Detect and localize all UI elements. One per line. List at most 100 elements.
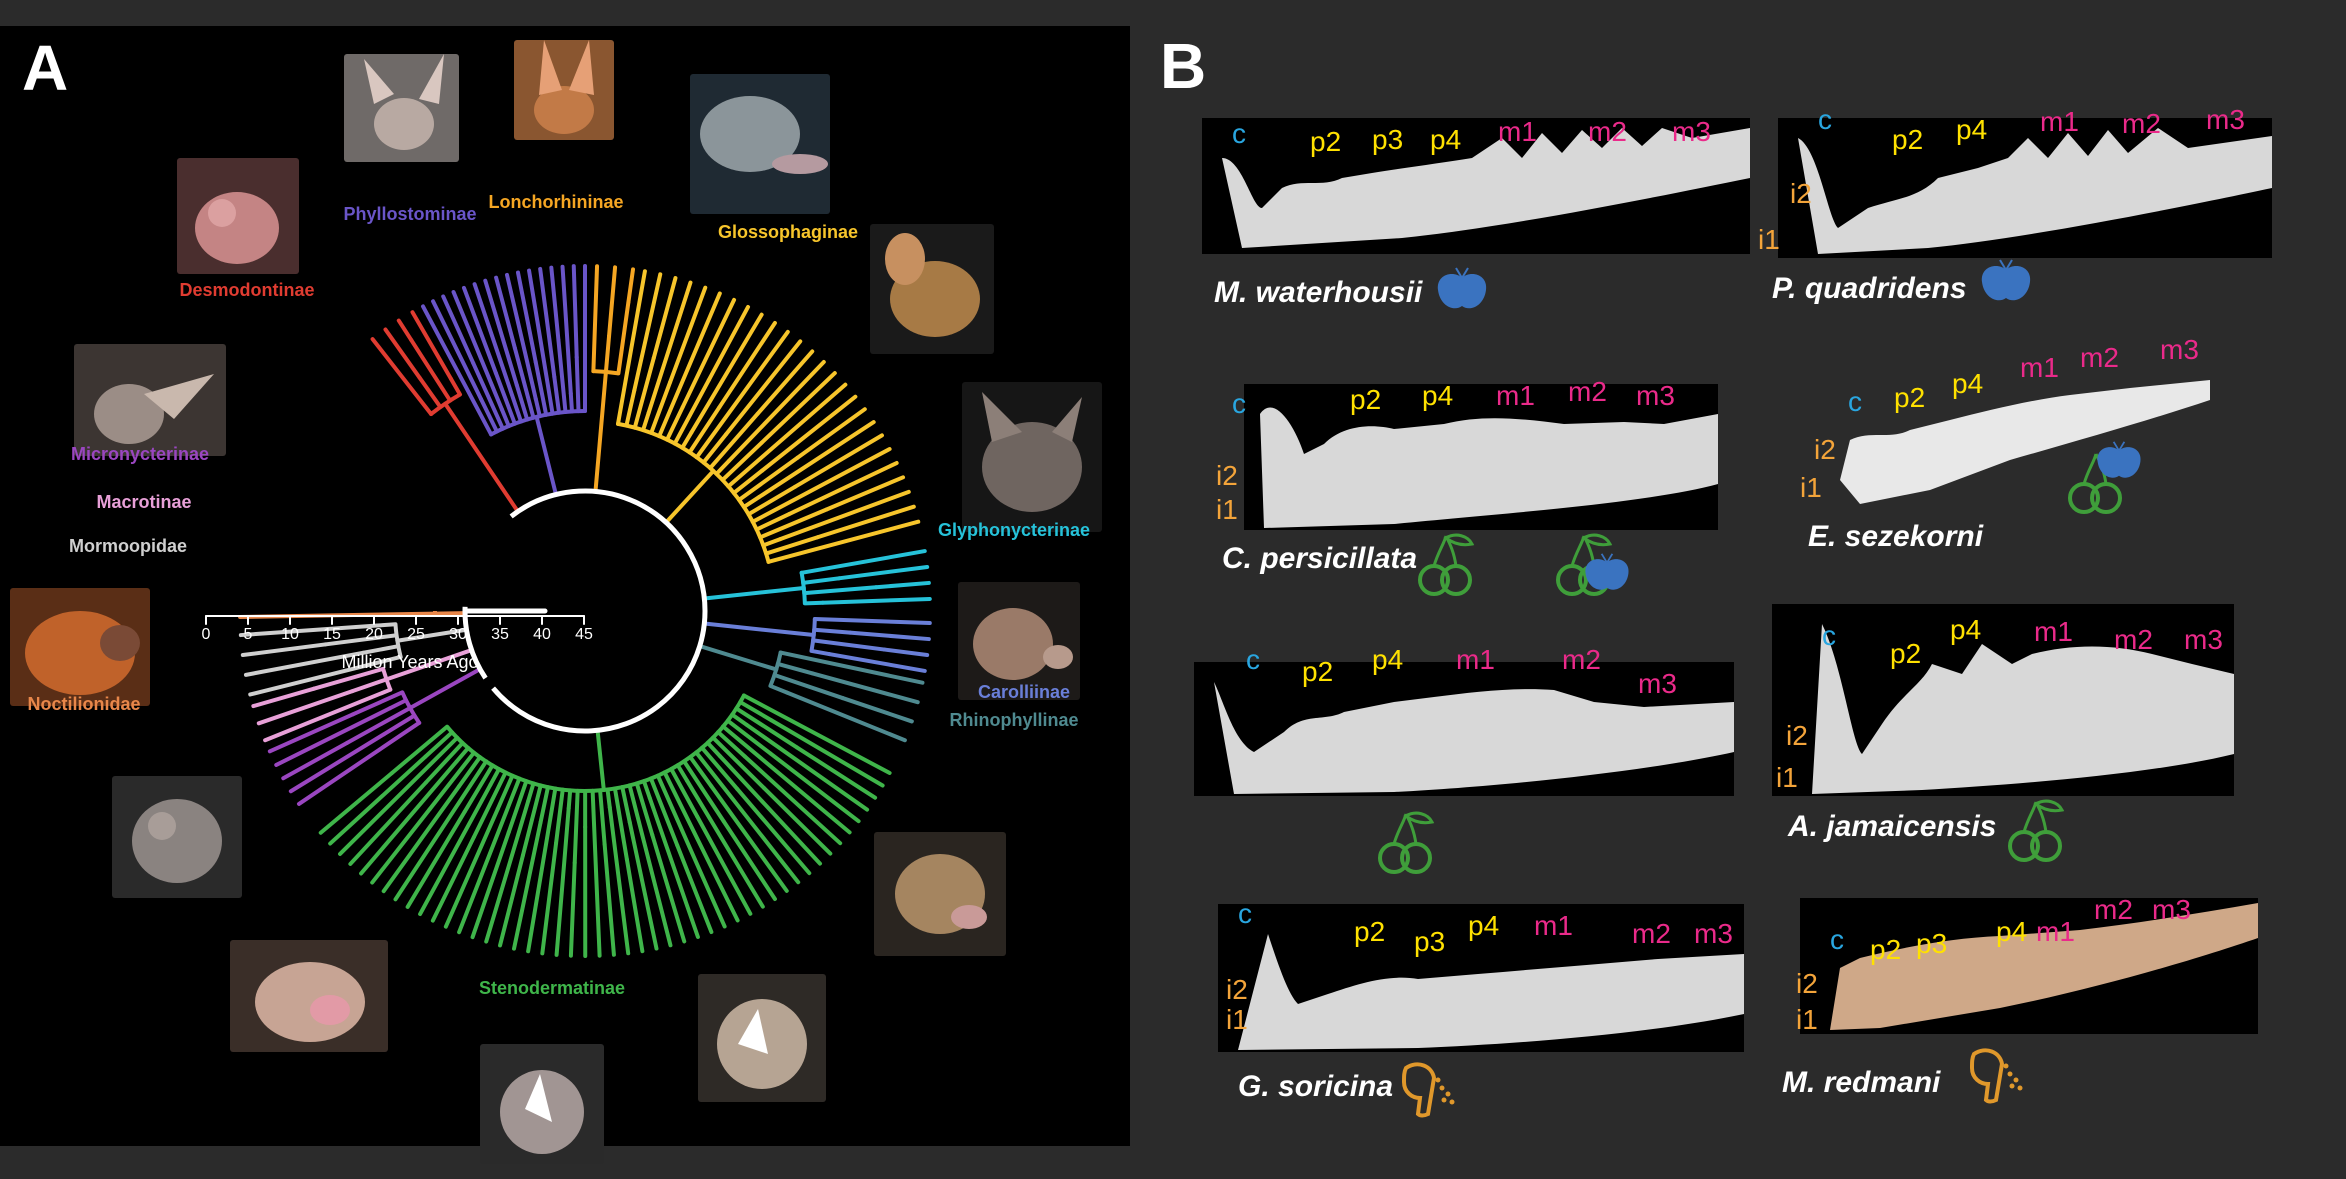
tooth-label-p2: p2 — [1354, 916, 1386, 947]
tooth-label-p3: p3 — [1372, 124, 1404, 155]
tree-tip-branch — [799, 549, 927, 575]
species-name: M. redmani — [1782, 1066, 1941, 1099]
tree-internal-branch — [737, 455, 800, 502]
tree-internal-branch — [731, 468, 765, 495]
tree-tip-branch — [695, 814, 753, 916]
tree-tip-branch — [882, 647, 930, 658]
tree-internal-branch — [669, 766, 700, 819]
tree-tip-branch — [742, 754, 843, 846]
backbone-arc — [509, 488, 708, 612]
tree-tip-branch — [820, 596, 932, 605]
tree-tip-branch — [540, 841, 559, 956]
tree-tip-branch — [348, 780, 428, 866]
tree-tip-branch — [848, 630, 931, 642]
tree-tip-branch — [795, 407, 867, 460]
tree-tip-branch — [824, 475, 906, 512]
tooth-label-canine: c — [1232, 118, 1246, 149]
tooth-label-m3: m3 — [1672, 116, 1711, 147]
tree-tip-branch — [591, 264, 600, 374]
tree-internal-branch — [552, 375, 562, 415]
bat-photo-glossophaginae-2 — [870, 224, 994, 354]
tree-tip-branch — [793, 433, 884, 489]
bat-photo-stenodermatinae-3 — [230, 940, 388, 1052]
clade-label-micronycterinae: Micronycterinae — [70, 444, 210, 464]
tree-internal-branch — [754, 512, 792, 532]
tree-tip-branch — [668, 285, 708, 385]
tree-internal-branch — [423, 740, 465, 785]
tree-tip-branch — [431, 299, 484, 402]
tree-tip-branch — [554, 806, 571, 957]
tree-tip-branch — [662, 770, 740, 923]
tooth-label-i2: i2 — [1814, 434, 1836, 465]
tree-tip-branch — [393, 759, 489, 902]
tooth-label-canine: c — [1232, 388, 1246, 419]
tree-tip-branch — [723, 339, 803, 437]
tree-internal-branch — [710, 735, 767, 791]
clade-stem-noctilionidae — [433, 611, 468, 616]
tree-tip-branch — [560, 264, 573, 396]
axis-tick-label: 0 — [201, 626, 211, 643]
tree-tip-branch — [359, 759, 459, 876]
tooth-label-canine: c — [1246, 644, 1260, 675]
tree-internal-branch — [665, 405, 685, 442]
axis-tick-label: 5 — [243, 626, 253, 643]
tree-internal-branch — [603, 334, 612, 374]
moth-icon — [1585, 553, 1629, 590]
tree-internal-branch — [812, 627, 853, 635]
tree-tip-branch — [418, 782, 493, 917]
tree-internal-branch — [387, 698, 409, 711]
tree-tip-branch — [717, 320, 777, 410]
tree-internal-branch — [350, 677, 389, 694]
tree-tip-branch — [675, 843, 714, 935]
tree-tip-branch — [794, 745, 878, 800]
clade-stem-glossophaginae — [664, 468, 716, 525]
tree-internal-branch — [802, 585, 879, 596]
tooth-label-m1: m1 — [2020, 352, 2059, 383]
tree-tip-branch — [549, 265, 561, 343]
flower-icon — [1969, 1048, 2023, 1104]
tree-tip-branch — [760, 394, 858, 473]
tree-internal-branch — [350, 690, 405, 717]
tree-tip-branch — [755, 349, 815, 416]
fruit-icon — [1418, 533, 1475, 596]
tree-internal-branch — [801, 576, 841, 585]
tree-tip-branch — [694, 750, 801, 885]
moth-icon — [2097, 441, 2141, 478]
tree-internal-branch — [493, 371, 517, 426]
clade-stem-lonchorhininae — [593, 369, 608, 494]
tree-internal-branch — [672, 378, 711, 446]
tree-tip-branch — [381, 784, 461, 894]
tree-tip-branch — [451, 290, 504, 412]
tree-tip-branch — [759, 371, 837, 445]
tree-internal-branch — [568, 391, 574, 414]
tree-internal-branch — [641, 779, 652, 801]
tree-tip-branch — [410, 310, 453, 381]
tree-internal-branch — [612, 786, 629, 862]
tree-tip-branch — [632, 272, 663, 393]
tree-tip-branch — [810, 671, 920, 705]
tree-tip-branch — [494, 275, 517, 351]
species-name: C. persicillata — [1222, 542, 1418, 575]
tree-internal-branch — [616, 300, 631, 376]
axis-tick-label: 20 — [365, 626, 383, 643]
tooth-label-m3: m3 — [2206, 104, 2245, 135]
tree-tip-branch — [538, 266, 557, 380]
tree-tip-branch — [762, 786, 833, 856]
tooth-label-canine: c — [1238, 898, 1252, 929]
clade-stem-stenodermatinae — [595, 728, 606, 793]
tree-tip-branch — [405, 809, 467, 909]
tree-tip-branch — [484, 798, 531, 944]
tree-tip-branch — [443, 806, 500, 929]
tree-internal-branch — [533, 396, 542, 419]
bat-photo-carolliinae — [958, 582, 1080, 700]
tree-internal-branch — [648, 776, 680, 848]
tree-tip-branch — [647, 796, 700, 939]
tooth-label-m2: m2 — [1562, 644, 1601, 675]
tree-internal-branch — [714, 458, 731, 476]
tooth-label-canine: c — [1848, 386, 1862, 417]
backbone-arc — [491, 610, 708, 734]
tree-tip-branch — [383, 327, 422, 380]
clade-label-macrotinae: Macrotinae — [96, 492, 192, 512]
tree-internal-branch — [533, 359, 549, 417]
tooth-label-i2: i2 — [1226, 974, 1248, 1005]
